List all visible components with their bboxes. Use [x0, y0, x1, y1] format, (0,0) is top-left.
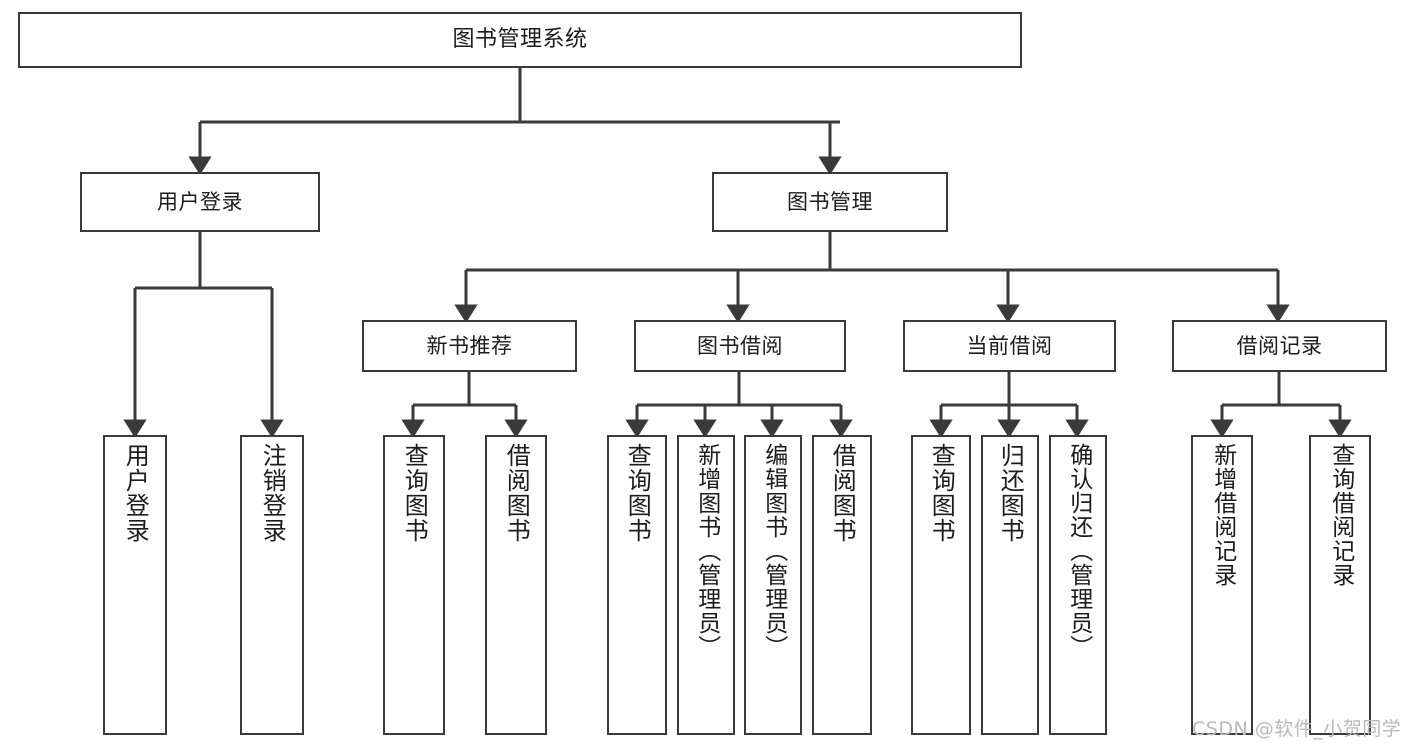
leaf-user-login[interactable]: 用户登录: [103, 435, 167, 735]
node-label: 图书管理系统: [452, 27, 588, 53]
node-book-management[interactable]: 图书管理: [712, 172, 948, 232]
leaf-return-book[interactable]: 归还图书: [981, 435, 1039, 735]
leaf-confirm-return-admin[interactable]: 确认归还（管理员）: [1049, 435, 1107, 735]
node-label: 用户登录: [157, 189, 243, 214]
node-label: 新增借阅记录: [1209, 443, 1236, 587]
leaf-logout[interactable]: 注销登录: [240, 435, 304, 735]
node-label: 确认归还（管理员）: [1065, 443, 1092, 659]
node-label: 当前借阅: [966, 333, 1053, 358]
leaf-query-book-new[interactable]: 查询图书: [383, 435, 445, 735]
node-user-login[interactable]: 用户登录: [80, 172, 320, 232]
csdn-watermark: CSDN @软件_小贺同学: [1192, 718, 1402, 740]
node-label: 图书管理: [787, 189, 873, 214]
leaf-edit-book-admin[interactable]: 编辑图书（管理员）: [744, 435, 802, 735]
node-label: 借阅图书: [502, 443, 531, 543]
node-label: 用户登录: [121, 443, 150, 543]
leaf-query-book-borrow[interactable]: 查询图书: [607, 435, 667, 735]
node-label: 新增图书（管理员）: [693, 443, 720, 659]
leaf-add-book-admin[interactable]: 新增图书（管理员）: [677, 435, 735, 735]
node-label: 查询图书: [400, 443, 429, 543]
node-label: 编辑图书（管理员）: [760, 443, 787, 659]
node-label: 归还图书: [996, 443, 1025, 543]
node-label: 查询图书: [927, 443, 956, 543]
node-current-borrow[interactable]: 当前借阅: [903, 320, 1116, 372]
node-label: 借阅记录: [1236, 333, 1323, 358]
node-new-book-recommend[interactable]: 新书推荐: [362, 320, 577, 372]
leaf-borrow-book[interactable]: 借阅图书: [812, 435, 872, 735]
node-label: 借阅图书: [828, 443, 857, 543]
leaf-query-borrow-record[interactable]: 查询借阅记录: [1309, 435, 1371, 735]
node-label: 新书推荐: [426, 333, 513, 358]
node-label: 查询借阅记录: [1327, 443, 1354, 587]
leaf-add-borrow-record[interactable]: 新增借阅记录: [1191, 435, 1253, 735]
node-root-system[interactable]: 图书管理系统: [18, 12, 1022, 68]
node-label: 图书借阅: [697, 333, 783, 358]
leaf-query-book-current[interactable]: 查询图书: [911, 435, 971, 735]
node-label: 注销登录: [258, 443, 287, 543]
leaf-borrow-book-new[interactable]: 借阅图书: [485, 435, 547, 735]
node-book-borrow[interactable]: 图书借阅: [634, 320, 846, 372]
node-label: 查询图书: [623, 443, 652, 543]
node-borrow-record[interactable]: 借阅记录: [1172, 320, 1387, 372]
